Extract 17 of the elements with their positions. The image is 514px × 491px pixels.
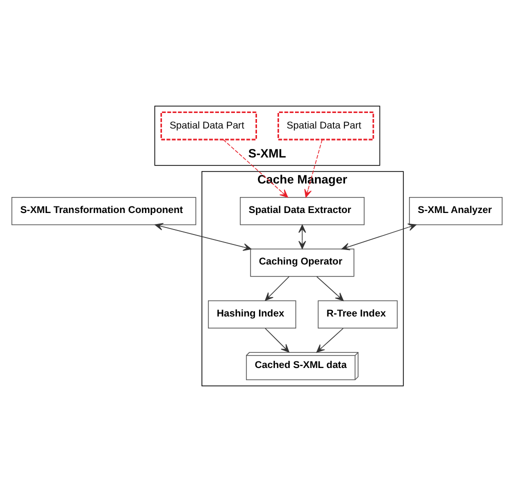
arrow [316, 276, 344, 300]
node-box: S-XML Transformation Component [11, 196, 196, 225]
node-box: Hashing Index [208, 300, 296, 328]
node-box: Spatial Data Part [278, 110, 374, 140]
arrow [304, 138, 322, 198]
arrow [264, 276, 290, 300]
node-box: R-Tree Index [318, 300, 398, 328]
node-box: Spatial Data Extractor [240, 196, 365, 225]
node-box: S-XML Analyzer [409, 196, 503, 225]
node-box: Spatial Data Part [160, 110, 257, 140]
arrow [154, 222, 252, 250]
arrow [298, 224, 306, 249]
arrow [222, 138, 288, 198]
arrow [264, 327, 290, 352]
arrow [316, 327, 344, 352]
arrow [341, 223, 416, 250]
node-box: Caching Operator [250, 248, 354, 276]
